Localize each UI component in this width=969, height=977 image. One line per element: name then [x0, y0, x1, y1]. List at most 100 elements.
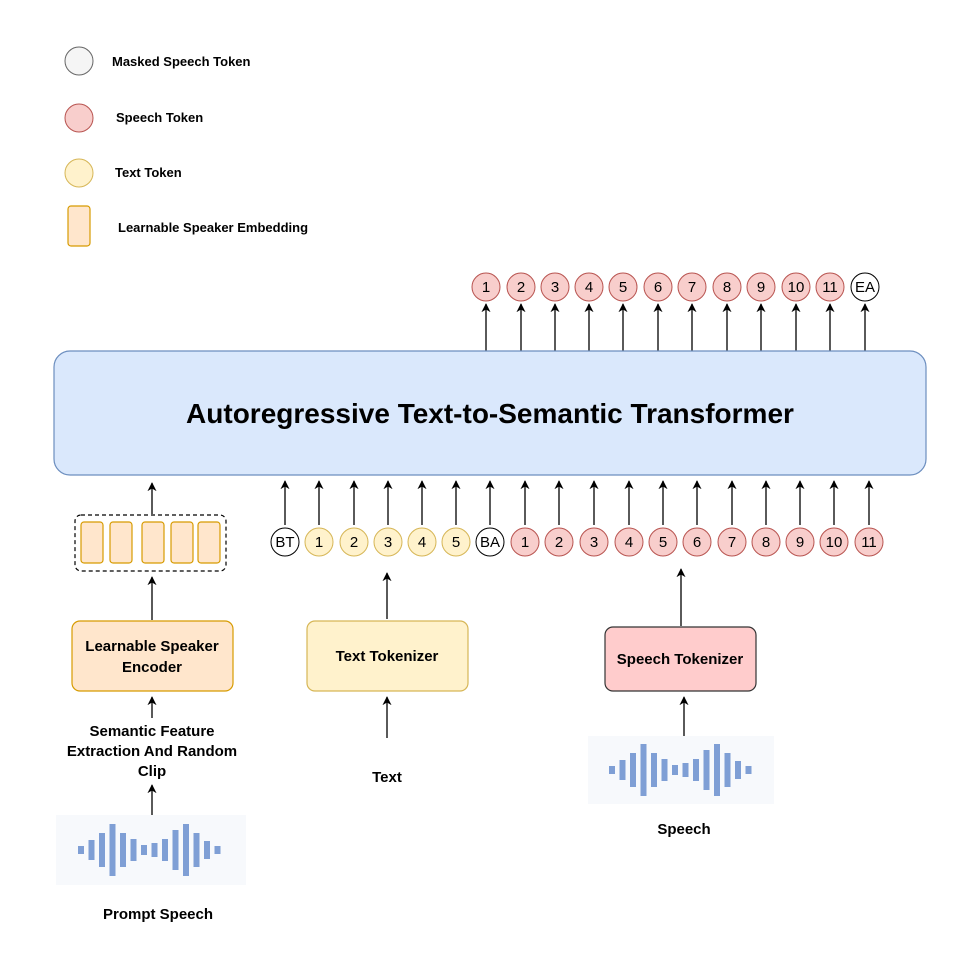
speech-token	[471, 272, 501, 302]
waveform-bar	[130, 839, 137, 861]
input-arrows	[280, 480, 874, 525]
speech-token	[544, 527, 574, 557]
speech-token	[677, 272, 707, 302]
waveform-bar	[99, 833, 105, 867]
text-token-legend-icon	[64, 158, 94, 188]
token-label: 1	[482, 279, 490, 296]
token-label: 10	[826, 534, 843, 551]
speech-input-label: Speech	[657, 821, 710, 838]
token-label: 10	[788, 279, 805, 296]
waveform-bar	[151, 843, 158, 857]
waveform-bar	[682, 763, 689, 777]
token-label: 9	[757, 279, 765, 296]
waveform-bar	[672, 765, 678, 775]
token-label: 4	[625, 534, 633, 551]
speech-token	[854, 527, 884, 557]
waveform-bar	[745, 766, 752, 774]
token-label: 3	[590, 534, 598, 551]
speech-token	[506, 272, 536, 302]
token-label: 8	[762, 534, 770, 551]
token-label: 2	[555, 534, 563, 551]
token-label: 1	[521, 534, 529, 551]
text-token	[339, 527, 369, 557]
speech-tokenizer-box	[604, 626, 757, 692]
waveform-bar	[172, 830, 179, 870]
waveform-bar	[651, 753, 657, 787]
speech-token	[643, 272, 673, 302]
speaker-branch: Learnable Speaker Encoder Semantic Featu…	[56, 482, 246, 923]
semantic-feature-label-line3: Clip	[138, 763, 166, 780]
waveform-bar	[703, 750, 710, 790]
speech-token	[717, 527, 747, 557]
waveform-bar	[141, 845, 147, 855]
speech-token	[682, 527, 712, 557]
speech-token	[785, 527, 815, 557]
waveform-bar	[630, 753, 636, 787]
token-label: BT	[275, 534, 294, 551]
text-input-label: Text	[372, 769, 402, 786]
waveform-bar	[88, 840, 95, 860]
text-token	[441, 527, 471, 557]
token-label: 5	[452, 534, 460, 551]
speech-token	[712, 272, 742, 302]
token-label: 7	[728, 534, 736, 551]
special-token	[270, 527, 300, 557]
speaker-encoder-label-line1: Learnable Speaker	[85, 638, 219, 655]
speaker-embedding-legend-label: Learnable Speaker Embedding	[118, 220, 308, 235]
speech-token	[574, 272, 604, 302]
speaker-encoder-label-line2: Encoder	[122, 659, 182, 676]
special-token	[475, 527, 505, 557]
speech-token	[648, 527, 678, 557]
waveform-bar	[640, 744, 647, 796]
speech-token	[815, 272, 845, 302]
speaker-embedding-slot	[141, 521, 165, 564]
prompt-waveform-icon	[78, 824, 221, 876]
token-label: 6	[693, 534, 701, 551]
text-branch: Text Tokenizer Text	[306, 572, 469, 786]
waveform-bar	[78, 846, 84, 854]
speech-token	[819, 527, 849, 557]
waveform-bar	[735, 761, 741, 779]
waveform-bar	[214, 846, 221, 854]
speech-token	[781, 272, 811, 302]
token-label: 9	[796, 534, 804, 551]
waveform-bar	[204, 841, 210, 859]
speech-waveform-bg	[588, 736, 774, 804]
token-label: 11	[822, 279, 838, 296]
legend: Masked Speech Token Speech Token Text To…	[64, 46, 308, 247]
semantic-feature-label-line2: Extraction And Random	[67, 743, 237, 760]
transformer-title: Autoregressive Text-to-Semantic Transfor…	[186, 398, 794, 429]
token-label: BA	[480, 534, 500, 551]
token-label: 1	[315, 534, 323, 551]
speech-token-legend-icon	[64, 103, 94, 133]
masked-speech-token-legend-label: Masked Speech Token	[112, 54, 251, 69]
speaker-embedding-legend-icon	[67, 205, 91, 247]
waveform-bar	[193, 833, 200, 867]
text-tokenizer-label: Text Tokenizer	[336, 648, 439, 665]
speech-branch: Speech Tokenizer Speech	[588, 568, 774, 838]
prompt-waveform-bg	[56, 815, 246, 885]
token-label: 4	[585, 279, 593, 296]
token-label: EA	[855, 279, 875, 296]
token-label: 2	[350, 534, 358, 551]
token-label: 2	[517, 279, 525, 296]
semantic-feature-label-line1: Semantic Feature	[89, 723, 214, 740]
waveform-bar	[714, 744, 720, 796]
speaker-embedding-slot	[80, 521, 104, 564]
waveform-bar	[609, 766, 615, 774]
waveform-bar	[109, 824, 116, 876]
output-arrows	[481, 303, 870, 351]
token-label: 4	[418, 534, 426, 551]
speech-token	[614, 527, 644, 557]
token-label: 6	[654, 279, 662, 296]
speech-token	[608, 272, 638, 302]
speech-waveform-icon	[609, 744, 752, 796]
waveform-bar	[619, 760, 626, 780]
speech-token	[579, 527, 609, 557]
speaker-encoder-box	[71, 620, 234, 692]
text-token	[373, 527, 403, 557]
masked-speech-token-legend-icon	[64, 46, 94, 76]
